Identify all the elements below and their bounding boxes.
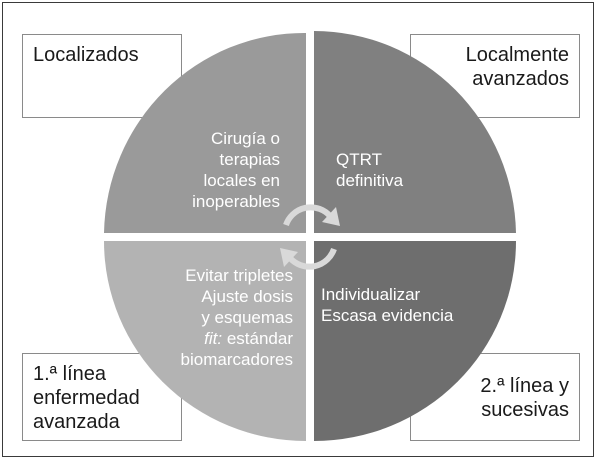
box-primera-linea-line-1: 1.ª línea: [33, 363, 107, 385]
q-top-left-line-3: locales en: [203, 171, 280, 190]
box-segunda-linea-line-2: sucesivas: [481, 399, 569, 421]
q-bottom-left-line-3: y esquemas: [201, 308, 293, 327]
q-bottom-right-line-1: Individualizar: [321, 285, 421, 304]
cycle-arrows-icon: [280, 204, 340, 270]
box-localizados-line-1: Localizados: [33, 44, 139, 66]
quadrant-top-right: [314, 30, 516, 233]
q-top-right-line-1: QTRT: [336, 150, 382, 169]
q-top-left-line-2: terapias: [220, 150, 280, 169]
q-bottom-left-line-5: biomarcadores: [181, 350, 293, 369]
box-primera-linea-line-2: enfermedad: [33, 387, 140, 409]
box-localmente-avanzados-line-2: avanzados: [472, 68, 569, 90]
q-top-left-line-4: inoperables: [192, 192, 280, 211]
q-top-left-line-1: Cirugía o: [211, 129, 280, 148]
q-top-right-line-2: definitiva: [336, 171, 404, 190]
box-primera-linea-line-3: avanzada: [33, 411, 120, 433]
q-bottom-left-fit-rest: estándar: [222, 329, 293, 348]
box-localmente-avanzados-line-1: Localmente: [465, 44, 569, 66]
quadrant-bottom-right: [314, 241, 516, 441]
q-bottom-left-line-1: Evitar tripletes: [185, 266, 293, 285]
q-bottom-left-line-2: Ajuste dosis: [201, 287, 293, 306]
quadrant-top-left: [104, 32, 306, 233]
box-segunda-linea-line-1: 2.ª línea y: [480, 375, 569, 397]
box-localizados: Localizados: [22, 34, 182, 118]
q-bottom-left-line-4: fit: estándar: [204, 329, 293, 348]
q-bottom-right-line-2: Escasa evidencia: [321, 306, 454, 325]
q-bottom-left-fit-label: fit:: [204, 329, 222, 348]
quadrant-bottom-left: [104, 241, 306, 441]
